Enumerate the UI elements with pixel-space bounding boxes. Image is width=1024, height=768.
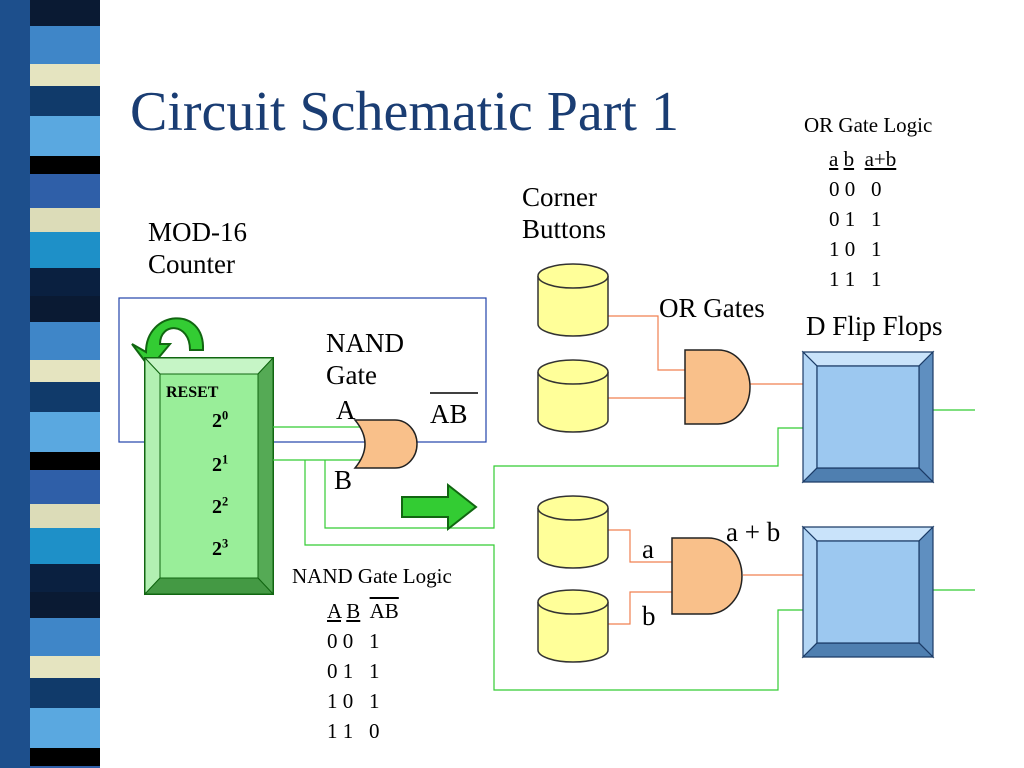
orange-wires: [608, 315, 803, 625]
nand-table-row: 1 1 0: [327, 719, 380, 743]
reset-arrow-icon: [131, 317, 205, 370]
nand-table-row: 0 1 1: [327, 659, 380, 683]
nand-table-title: NAND Gate Logic: [292, 564, 452, 588]
or-truth-table: a b a+b 0 0 0 0 1 1 1 0 1 1 1 1: [829, 144, 896, 294]
decorative-stripe-bar: [0, 0, 112, 768]
d-flip-flops-label: D Flip Flops: [806, 311, 943, 341]
d-flip-flop-1: [801, 350, 935, 484]
nand-input-b-label: B: [334, 465, 353, 495]
or-table-row: 1 1 1: [829, 267, 882, 291]
mod16-counter-block: [143, 356, 275, 596]
corner-button-4: [537, 589, 609, 663]
or-table-row: 0 1 1: [829, 207, 882, 231]
counter-bit-2: 22: [212, 494, 229, 518]
or-gate-bottom-symbol: [671, 537, 743, 615]
nand-table-header: A B AB: [327, 599, 399, 623]
or-gate-top-symbol: [684, 349, 751, 425]
nand-truth-table: A B AB 0 0 1 0 1 1 1 0 1 1 1 0: [327, 596, 399, 746]
counter-bit-1: 21: [212, 452, 229, 476]
d-flip-flops: [801, 350, 935, 659]
nand-table-row: 1 0 1: [327, 689, 380, 713]
nand-gate-symbol: [353, 419, 418, 469]
or-table-title: OR Gate Logic: [804, 113, 933, 137]
counter-bit-3: 23: [212, 536, 229, 560]
or-table-row: 0 0 0: [829, 177, 882, 201]
corner-buttons-label: Corner Buttons: [522, 182, 607, 245]
corner-button-2: [537, 359, 609, 433]
corner-buttons: [537, 263, 609, 663]
reset-label: RESET: [166, 384, 219, 401]
or-table-header: a b a+b: [829, 147, 897, 171]
nand-gate-label: NAND Gate: [326, 328, 404, 391]
counter-label: MOD-16 Counter: [148, 217, 247, 280]
page-title: Circuit Schematic Part 1: [130, 81, 679, 143]
green-wires: [273, 409, 975, 691]
counter-bit-0: 20: [212, 408, 229, 432]
or-gates-label: OR Gates: [659, 293, 765, 323]
right-arrow-icon: [401, 482, 478, 532]
feedback-loop-box: [118, 297, 487, 443]
nand-output-label: AB: [430, 399, 468, 429]
or-input-b-label: b: [642, 601, 656, 631]
or-output-label: a + b: [726, 517, 781, 547]
nand-input-a-label: A: [336, 395, 356, 425]
d-flip-flop-2: [801, 525, 935, 659]
or-input-a-label: a: [642, 534, 654, 564]
corner-button-3: [537, 495, 609, 569]
corner-button-1: [537, 263, 609, 337]
nand-table-row: 0 0 1: [327, 629, 380, 653]
or-table-row: 1 0 1: [829, 237, 882, 261]
